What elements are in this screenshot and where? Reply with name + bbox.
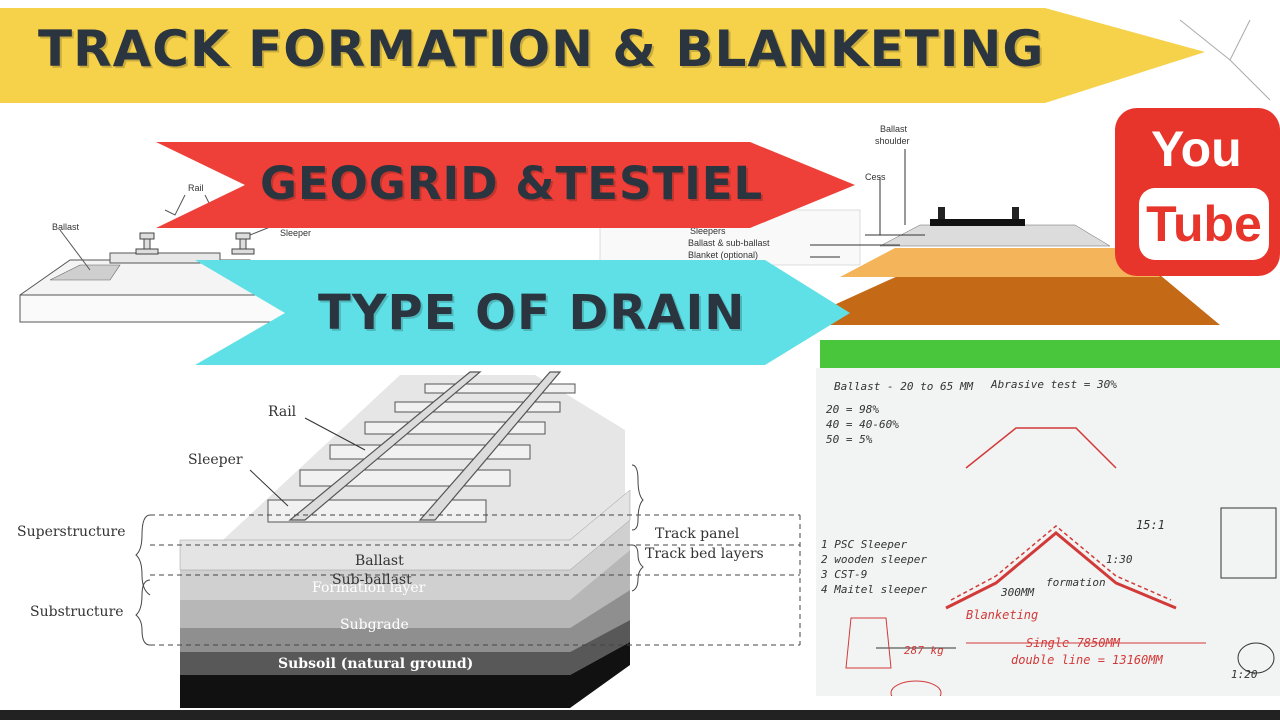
wb-line-16: double line = 13160MM [1011, 653, 1163, 667]
ballast-shoulder-label-2: shoulder [875, 136, 910, 146]
subgrade-layer-label: Subgrade [340, 617, 409, 633]
wb-line-12: 300MM [1001, 586, 1035, 599]
top-left-sleeper-label: Sleeper [280, 228, 312, 238]
geogrid-banner-shape [156, 142, 855, 228]
rails-group [288, 371, 562, 521]
wb-line-9: Abrasive test = 30% [991, 378, 1117, 391]
blanket-label: Blanket (optional) [688, 250, 759, 260]
whiteboard-sketch [845, 427, 1277, 696]
top-left-rail-label: Rail [188, 183, 204, 193]
substructure-label: Substructure [30, 604, 124, 620]
wb-line-2: 20 = 98% [826, 403, 879, 416]
formation-layer-label: Formation layer [312, 580, 426, 596]
track-layers-diagram [135, 371, 801, 708]
top-left-ballast-label: Ballast [52, 222, 80, 232]
diagram-rail-label: Rail [268, 404, 297, 420]
track-bed-label: Track bed layers [645, 546, 764, 562]
ballast-layer-label: Ballast [355, 553, 404, 569]
ballast-sub-label: Ballast & sub-ballast [688, 238, 770, 248]
rail-sketch-2 [231, 232, 255, 255]
sub-ballast-layer-label: Sub-ballast [332, 572, 412, 588]
drain-banner-text: TYPE OF DRAIN [318, 285, 746, 341]
wb-line-3: 40 = 40-60% [826, 418, 899, 431]
wb-line-18: 287 kg [904, 644, 944, 657]
title-banner-shape [0, 8, 1271, 103]
wb-line-6: 2 wooden sleeper [821, 553, 927, 566]
youtube-tube-text: Tube [1146, 196, 1262, 252]
blanket-layer [790, 275, 1220, 325]
page-title: TRACK FORMATION & BLANKETING [38, 20, 1045, 78]
wb-line-13: formation [1046, 576, 1106, 589]
wb-line-14: Blanketing [966, 608, 1039, 622]
wb-line-4: 50 = 5% [826, 433, 873, 446]
ballast-bed [879, 224, 1111, 247]
cess-label: Cess [865, 172, 886, 182]
sleeper-bar [930, 219, 1025, 226]
wb-line-7: 3 CST-9 [821, 568, 868, 581]
wb-line-15: Single 7850MM [1026, 636, 1120, 650]
wb-line-10: 1:20 [1231, 668, 1258, 681]
geogrid-banner-text: GEOGRID &TESTIEL [260, 157, 764, 210]
bottom-bar [0, 710, 1280, 720]
ballast-shoulder-label-1: Ballast [880, 124, 908, 134]
youtube-tube-box: Tube [1139, 188, 1269, 260]
track-panel-label: Track panel [655, 526, 740, 542]
ballast-sub-layer [840, 248, 1160, 277]
diagram-sleeper-label: Sleeper [188, 452, 243, 468]
wb-line-17: 1:30 [1106, 553, 1133, 566]
sleepers-label: Sleepers [690, 226, 726, 236]
wb-line-5: 1 PSC Sleeper [821, 538, 908, 551]
youtube-logo[interactable]: You Tube [1115, 108, 1280, 276]
youtube-you-text: You [1151, 121, 1242, 177]
whiteboard-photo: Ballast - 20 to 65 MM 20 = 98% 40 = 40-6… [816, 368, 1280, 696]
rail-sketch-1 [135, 232, 159, 255]
superstructure-label: Superstructure [17, 524, 126, 540]
wb-line-1: Ballast - 20 to 65 MM [834, 380, 974, 393]
wb-line-8: 4 Maitel sleeper [821, 583, 927, 596]
wb-line-11: 15:1 [1136, 518, 1165, 532]
subsoil-layer-label: Subsoil (natural ground) [278, 656, 474, 672]
drain-banner-shape [195, 260, 850, 365]
